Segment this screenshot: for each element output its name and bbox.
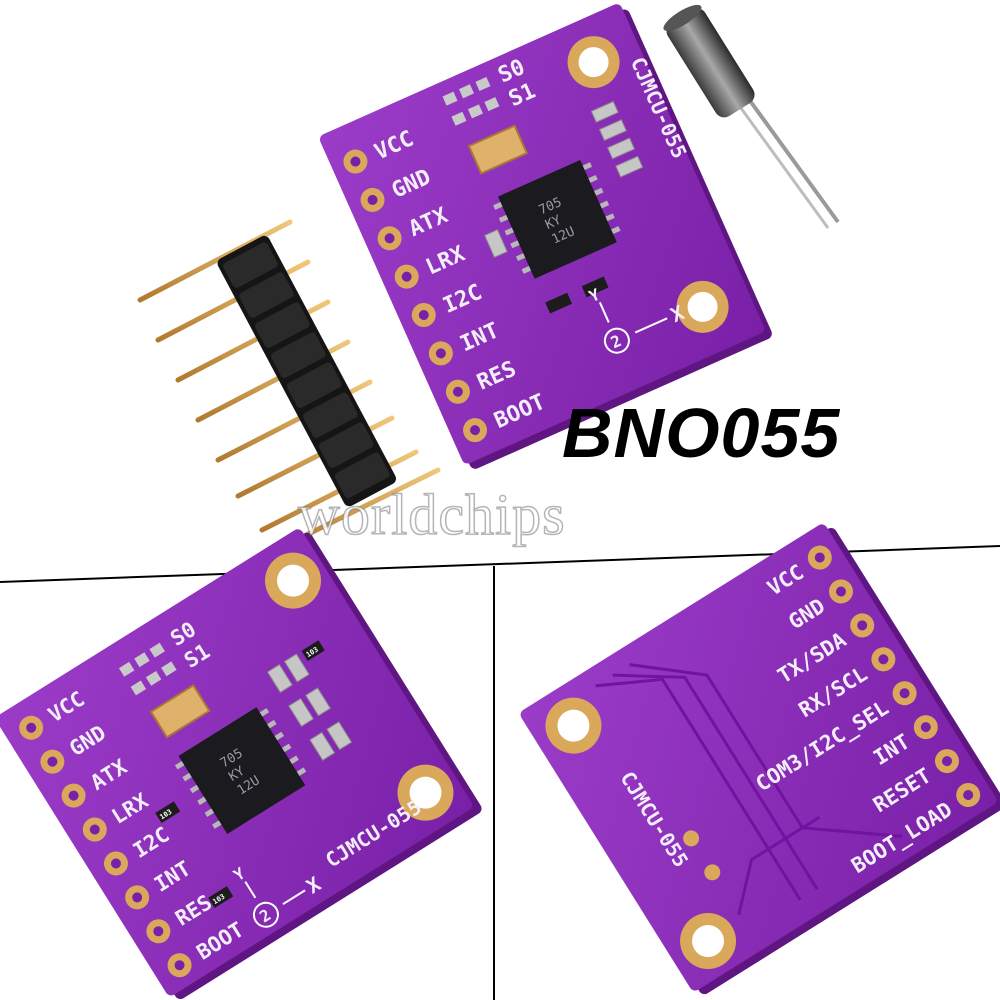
watermark: worldchips	[297, 482, 566, 547]
sensor-chip	[498, 159, 617, 279]
sensor-chip	[178, 707, 306, 834]
pin-header	[137, 219, 441, 548]
chip-marking: KY	[226, 764, 247, 785]
product-title: BNO055	[562, 394, 841, 472]
board-back-photo: VCC GND TX/SDA RX/SCL COM3/I2C_SEL INT R…	[520, 524, 1000, 995]
board-front-photo: VCC GND ATX LRX I2C INT RES BOOT S0 S1 7…	[0, 529, 482, 999]
chip-marking: KY	[543, 213, 564, 233]
board-top-photo: VCC GND ATX LRX I2C INT RES BOOT S0 S1 7…	[319, 4, 772, 469]
crystal	[663, 4, 840, 229]
